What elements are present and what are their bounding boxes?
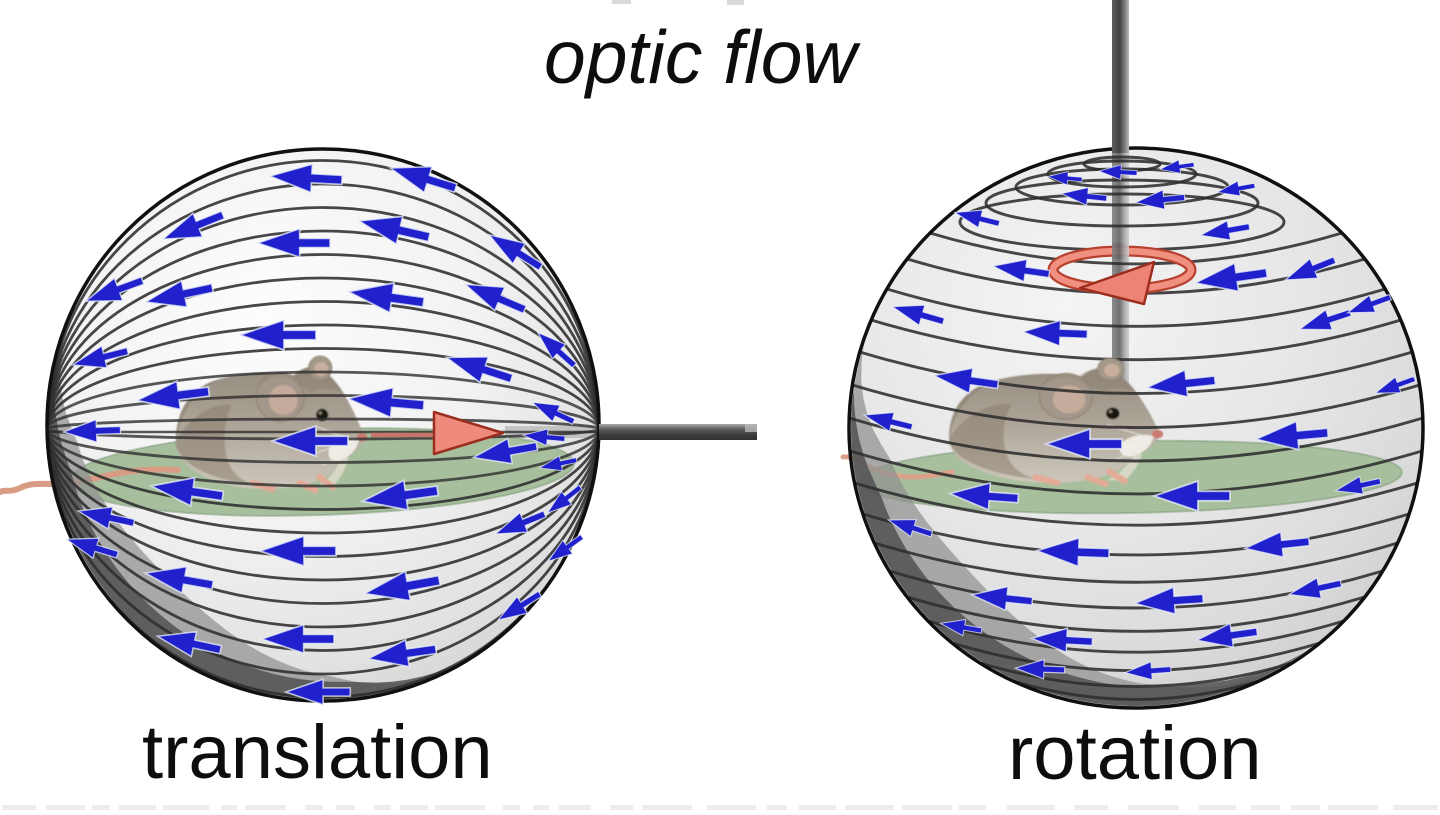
svg-text:translation: translation: [142, 710, 493, 795]
svg-text:optic flow: optic flow: [544, 15, 861, 99]
svg-text:rotation: rotation: [1008, 711, 1262, 796]
